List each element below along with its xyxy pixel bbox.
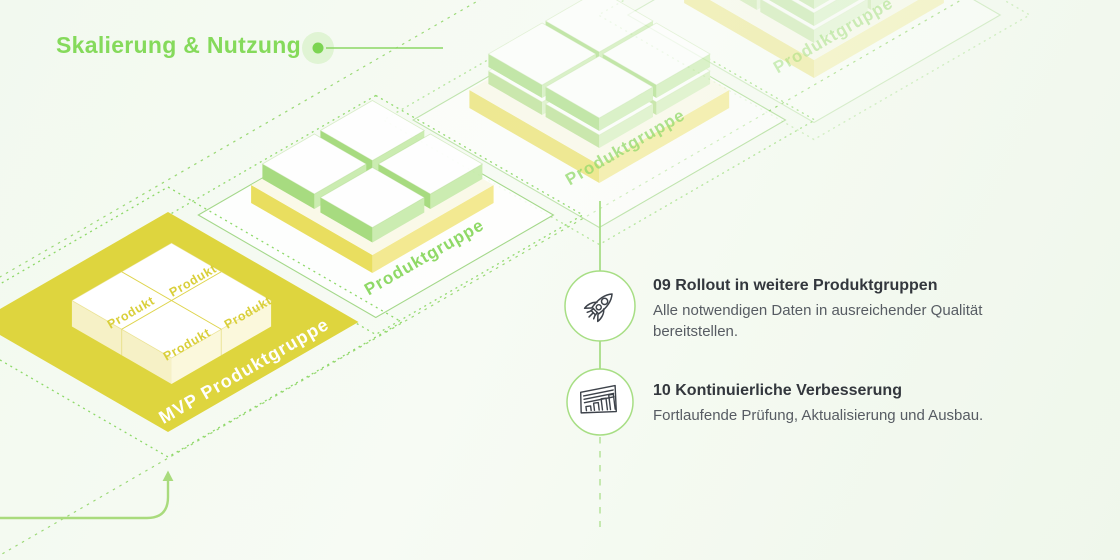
tile-left-face — [760, 0, 814, 43]
tile-right-face — [372, 197, 425, 243]
product-group-layer — [167, 94, 585, 336]
section-title: Skalierung & Nutzung — [56, 32, 301, 58]
tile-top-face — [544, 0, 654, 53]
tile-right-face — [430, 164, 483, 209]
step-title: 10 Kontinuierliche Verbesserung — [653, 382, 902, 399]
tile-left-face — [853, 0, 872, 10]
step-description: Fortlaufende Prüfung, Aktualisierung und… — [653, 407, 984, 424]
platform-right-face — [372, 185, 494, 273]
step-description: Alle notwendigen Daten in ausreichender … — [653, 302, 983, 340]
tile-left-face — [545, 104, 600, 148]
tile-top-face — [790, 0, 838, 14]
tile-left-face — [768, 0, 814, 26]
product-group-layer — [0, 186, 404, 458]
tile-left-face — [739, 0, 757, 10]
title-connector — [302, 32, 443, 64]
step-title: 09 Rollout in weitere Produktgruppen — [653, 277, 938, 294]
tile-top-face — [761, 0, 867, 31]
product-group-layer — [382, 0, 817, 246]
flow-arrow-head — [162, 470, 174, 481]
title-dot — [312, 42, 324, 54]
tile-left-face — [545, 87, 600, 131]
rocket-icon — [583, 293, 613, 323]
platform-left-face — [684, 0, 814, 78]
tile-right-face — [599, 87, 653, 131]
flow-arrow — [0, 470, 174, 520]
platform-top-face — [710, 0, 918, 60]
platform-right-face — [814, 0, 944, 78]
tile-top-face — [487, 22, 597, 86]
tile-left-face — [262, 164, 315, 209]
tile-right-face — [871, 0, 889, 10]
step-item-10: 10 Kontinuierliche Verbesserung Fortlauf… — [653, 381, 1023, 426]
tile-top-face — [601, 22, 711, 86]
isometric-shapes — [0, 0, 1032, 556]
platform-right-face — [599, 90, 730, 183]
tile-top-face — [377, 133, 484, 195]
group-floor — [626, 0, 1002, 124]
tile-top-face — [319, 100, 426, 161]
flow-arrow-line — [0, 478, 170, 520]
platform-left-face — [251, 185, 373, 273]
band-edge-line — [0, 0, 481, 278]
tile-right-face — [814, 0, 830, 9]
report-chart-icon — [579, 384, 617, 414]
tile-left-face — [488, 54, 543, 98]
group-dashed-outline — [597, 0, 1032, 141]
tile-left-face — [488, 71, 543, 115]
tile-top-face — [544, 55, 654, 119]
tile-top-face — [261, 133, 368, 195]
tile-top-face — [319, 167, 426, 228]
tile-left-face — [798, 0, 814, 9]
platform-left-face — [469, 90, 600, 183]
band-edge-line — [0, 0, 963, 556]
tile-left-face — [320, 197, 373, 243]
tile-right-face — [814, 0, 868, 43]
step-item-09: 09 Rollout in weitere Produktgruppen All… — [653, 276, 1023, 342]
group-dashed-outline — [382, 0, 817, 246]
tile-right-face — [756, 0, 775, 10]
product-grid-line — [121, 271, 222, 330]
tile-right-face — [599, 104, 653, 148]
tile-right-face — [656, 71, 711, 115]
tile-right-face — [814, 0, 860, 26]
tile-right-face — [656, 54, 711, 98]
product-group-layer — [597, 0, 1032, 141]
